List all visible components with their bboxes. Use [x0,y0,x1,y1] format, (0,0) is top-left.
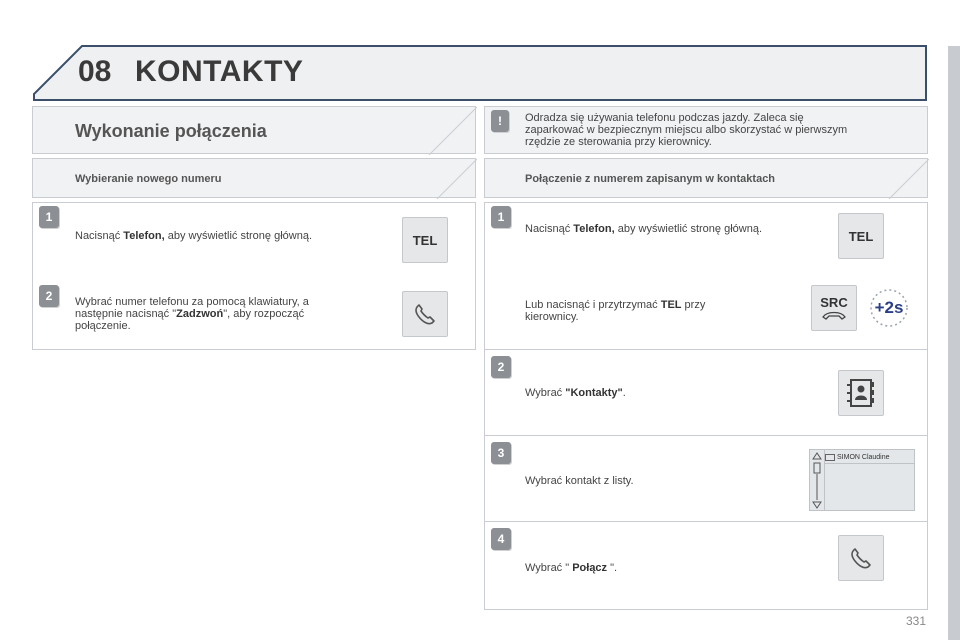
warning-text: Odradza się używania telefonu podczas ja… [525,112,848,148]
contact-icon [825,453,835,461]
hold-label: +2s [874,298,904,317]
divider [485,349,927,350]
contacts-book-icon [847,379,874,407]
side-bar [948,46,960,640]
src-label: SRC [820,295,848,310]
phone-icon [851,548,871,569]
divider [485,521,927,522]
warning-panel: ! Odradza się używania telefonu podczas … [484,106,928,154]
steps-panel-left: 1 Nacisnąć Telefon, aby wyświetlić stron… [32,202,476,350]
step1-alt-text: Lub nacisnąć i przytrzymać TEL przy kier… [525,299,706,323]
phone-icon [415,304,435,325]
step-number: 2 [39,285,59,307]
phone-handset-icon [822,311,846,320]
chapter-title: KONTAKTY [135,55,304,88]
src-steering-button[interactable]: SRC [811,285,857,331]
timer-icon [870,289,908,327]
step-number: 2 [491,356,511,378]
step-number: 1 [39,206,59,228]
section-title: Wykonanie połączenia [75,121,267,141]
step-number: 4 [491,528,511,550]
steps-panel-right: 1 Nacisnąć Telefon, aby wyświetlić stron… [484,202,928,610]
subsection-title: Połączenie z numerem zapisanym w kontakt… [525,173,776,185]
step2-text: Wybrać numer telefonu za pomocą klawiatu… [75,296,309,332]
step4-text: Wybrać " Połącz ". [525,562,618,574]
decor-diagonal [428,107,477,155]
step1-text: Nacisnąć Telefon, aby wyświetlić stronę … [525,223,762,235]
contact-list-screen: SIMON Claudine [809,449,915,511]
decor-diagonal [888,159,929,199]
divider [825,463,914,464]
list-scrollbar[interactable] [810,450,825,510]
tel-button[interactable]: TEL [838,213,884,259]
hold-2s-indicator: +2s [868,287,910,329]
step-number: 1 [491,206,511,228]
contact-list-item[interactable]: SIMON Claudine [825,451,913,463]
chapter-number: 08 [78,55,112,88]
subsection-panel: Wybieranie nowego numeru [32,158,477,199]
chapter-tab [33,45,927,101]
decor-diagonal [436,159,477,199]
subsection-panel-right: Połączenie z numerem zapisanym w kontakt… [484,158,929,199]
step2-text: Wybrać "Kontakty". [525,387,626,399]
scroll-arrows-icon [812,452,822,509]
tel-button[interactable]: TEL [402,217,448,263]
call-button[interactable] [838,535,884,581]
section-title-panel: Wykonanie połączenia [32,106,477,155]
call-button[interactable] [402,291,448,337]
divider [485,435,927,436]
step3-text: Wybrać kontakt z listy. [525,475,634,487]
contact-name: SIMON Claudine [837,453,890,461]
page-number: 331 [906,614,927,628]
warning-icon: ! [491,110,509,132]
contacts-button[interactable] [838,370,884,416]
subsection-title: Wybieranie nowego numeru [75,173,222,185]
step-number: 3 [491,442,511,464]
step1-text: Nacisnąć Telefon, aby wyświetlić stronę … [75,230,312,242]
